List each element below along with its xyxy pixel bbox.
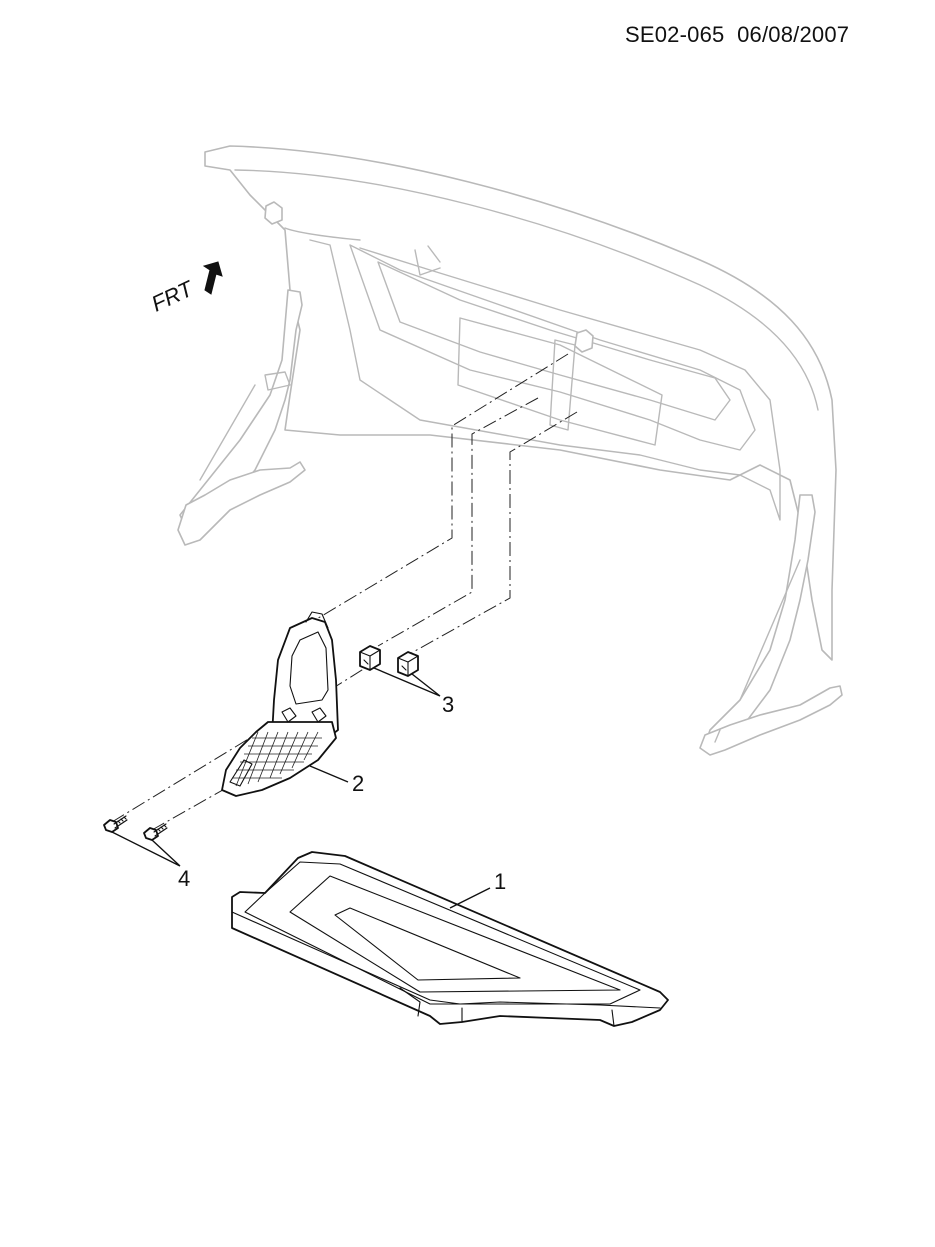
callout-2-label: 2: [352, 771, 364, 796]
part-2-grid: [232, 731, 322, 787]
part-4-screws: [103, 815, 168, 841]
part-2-bracket: [221, 611, 339, 797]
callouts: 1 2 3 4: [111, 667, 506, 909]
part-3-clips: [359, 645, 419, 677]
frt-label: FRT: [148, 275, 198, 316]
callout-4-label: 4: [178, 866, 190, 891]
drawing-date: 06/08/2007: [737, 22, 850, 47]
callout-1-label: 1: [494, 869, 506, 894]
drawing-id: SE02-065: [625, 22, 725, 47]
front-orientation-indicator: FRT: [148, 261, 223, 317]
callout-2: 2: [309, 765, 364, 796]
callout-1: 1: [449, 869, 506, 909]
callout-3-label: 3: [442, 692, 454, 717]
part-1-panel: [231, 851, 669, 1027]
callout-4: 4: [111, 831, 190, 891]
drawing-header: SE02-065 06/08/2007: [625, 22, 849, 48]
callout-3: 3: [373, 667, 454, 717]
arrow-forward-icon: [202, 261, 223, 295]
trunk-lid-outline: [177, 145, 843, 756]
